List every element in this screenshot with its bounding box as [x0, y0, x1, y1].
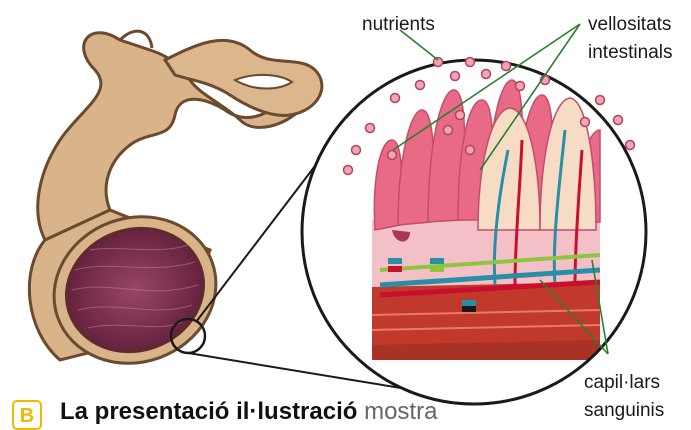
- label-villi-line2: intestinals: [588, 42, 673, 64]
- label-capillaries-line1: capil·lars: [584, 372, 660, 394]
- magnified-view: [302, 60, 646, 404]
- label-capillaries-line2: sanguinis: [584, 400, 664, 422]
- label-nutrients: nutrients: [362, 14, 435, 36]
- caption-text: La presentació il·lustració mostra: [60, 398, 437, 426]
- label-villi-line1: vellositats: [588, 14, 671, 36]
- intestine-coil: [38, 31, 322, 240]
- caption-badge: B: [12, 400, 42, 430]
